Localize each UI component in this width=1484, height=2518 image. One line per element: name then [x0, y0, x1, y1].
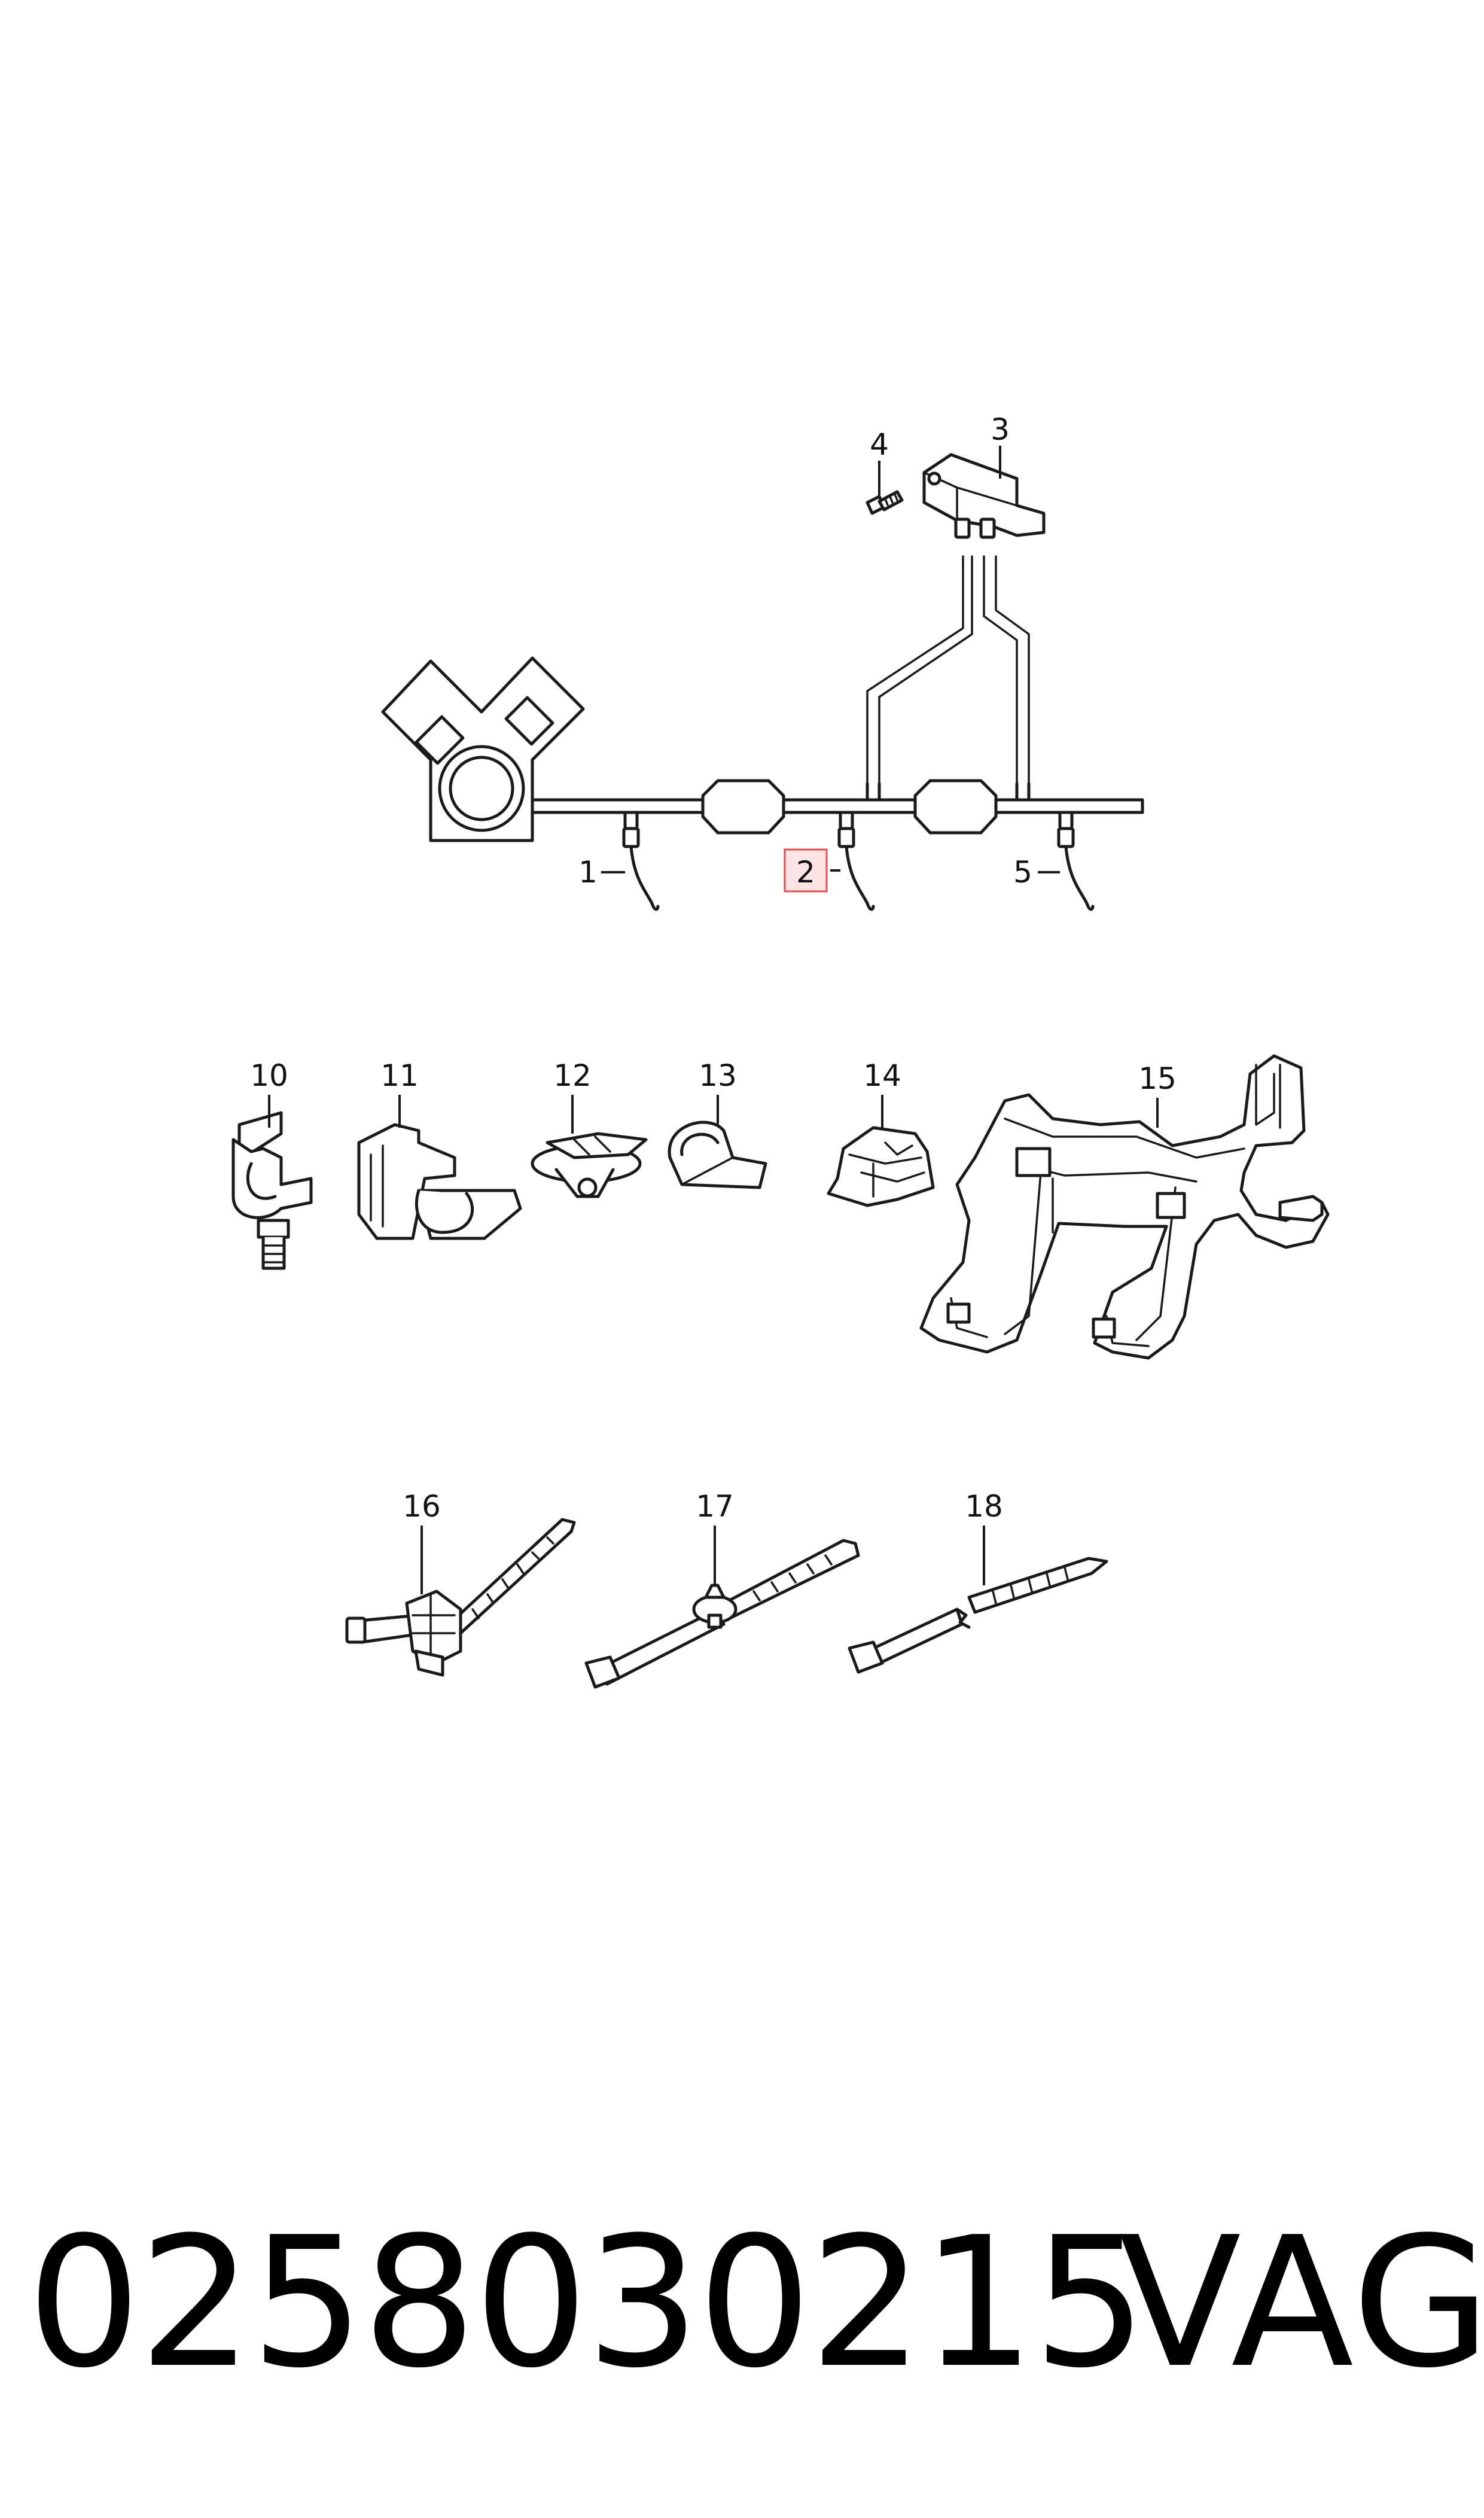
cable-tie-16 [345, 1518, 576, 1677]
callout-18: 18 [965, 1489, 1003, 1524]
clip-13 [668, 1121, 767, 1189]
pressure-sensor-lines [866, 555, 1030, 786]
engine-block [381, 656, 585, 842]
clip-14 [827, 1126, 935, 1207]
callout-15: 15 [1138, 1061, 1177, 1096]
differential-pressure-sensor [922, 453, 1046, 539]
callout-14: 14 [863, 1058, 901, 1093]
callout-16: 16 [403, 1489, 441, 1524]
lambda-sensor-5 [1057, 827, 1095, 911]
catalytic-converter-front [701, 779, 785, 835]
clip-12 [531, 1132, 648, 1198]
sensor-bosses [623, 782, 1074, 829]
catalytic-converter-rear [913, 779, 998, 835]
callout-13: 13 [699, 1058, 737, 1093]
bracket-15 [919, 1054, 1330, 1360]
clip-10 [231, 1111, 313, 1270]
callout-5: 5 [1013, 855, 1032, 890]
lambda-sensor-1 [622, 827, 660, 911]
callout-4: 4 [870, 427, 889, 462]
callout-11: 11 [380, 1058, 419, 1093]
callout-1: 1 [578, 855, 598, 890]
part-number: 0258030215 [27, 2199, 1147, 2407]
clip-11 [357, 1123, 522, 1240]
bolt-4 [866, 490, 904, 515]
brand-label: VAG [1119, 2199, 1484, 2407]
cable-tie-18 [848, 1557, 1108, 1674]
callout-2-highlight [784, 848, 828, 893]
callout-12: 12 [553, 1058, 592, 1093]
lambda-sensor-2 [837, 827, 875, 911]
callout-3: 3 [991, 412, 1010, 447]
callout-2: 2 [796, 855, 815, 890]
exhaust-pipe [531, 798, 1144, 814]
cable-tie-17 [584, 1539, 860, 1689]
callout-10: 10 [250, 1058, 288, 1093]
callout-17: 17 [696, 1489, 734, 1524]
